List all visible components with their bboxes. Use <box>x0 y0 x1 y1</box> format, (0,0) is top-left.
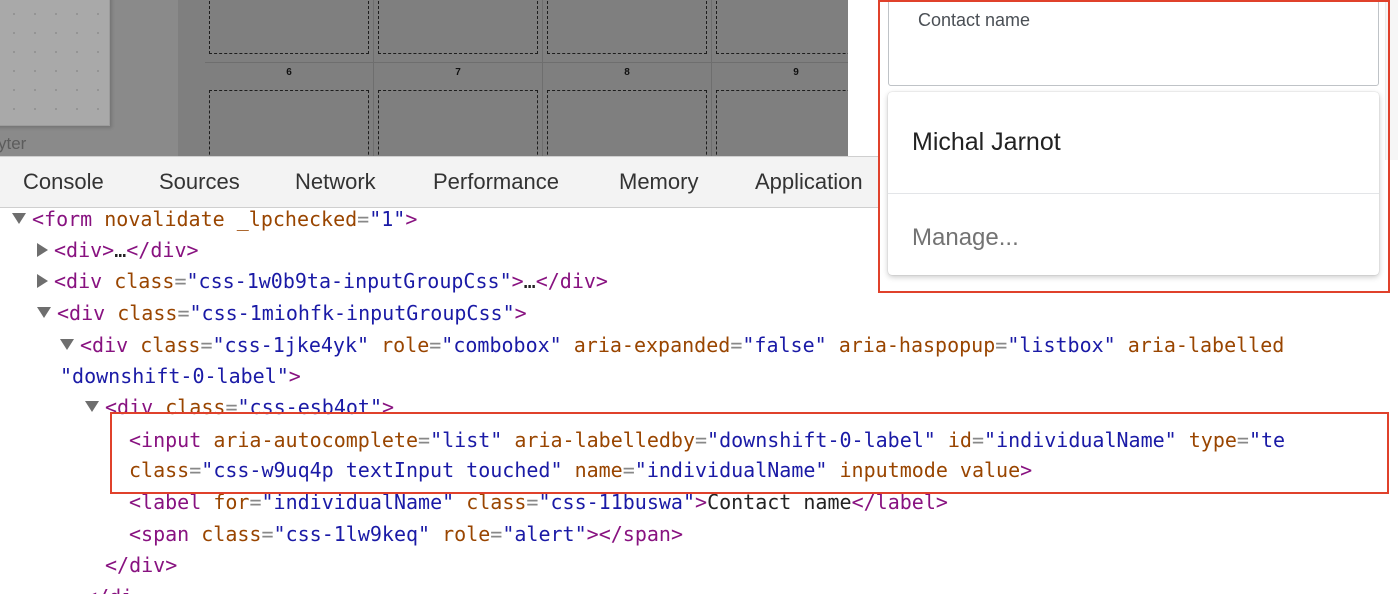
thumbnail-dot <box>76 70 78 72</box>
contact-name-input[interactable] <box>888 0 1379 86</box>
template-thumbnail[interactable] <box>0 0 110 126</box>
thumbnail-dot <box>76 13 78 15</box>
option-manage-label: Manage... <box>912 224 1019 251</box>
node-div-input-group-2[interactable]: <div class="css-1miohfk-inputGroupCss"> <box>37 298 527 329</box>
thumbnail-dot <box>13 89 15 91</box>
label-cell[interactable] <box>209 0 369 54</box>
node-input-cont[interactable]: class="css-w9uq4p textInput touched" nam… <box>129 458 1033 482</box>
thumbnail-dot <box>97 13 99 15</box>
expand-triangle-icon[interactable] <box>60 339 74 350</box>
widget-highlight <box>878 0 1390 293</box>
thumbnail-dot <box>97 89 99 91</box>
thumbnail-dot <box>76 51 78 53</box>
option-contact[interactable]: Michal Jarnot <box>888 92 1379 194</box>
elements-tree: <form novalidate _lpchecked="1"> <div>…<… <box>0 208 1398 594</box>
expand-triangle-icon[interactable] <box>37 307 51 318</box>
tab-performance[interactable]: Performance <box>433 169 559 194</box>
thumbnail-dot <box>34 32 36 34</box>
label-cell[interactable] <box>378 0 538 54</box>
node-div-combobox[interactable]: <div class="css-1jke4yk" role="combobox"… <box>60 330 1284 361</box>
label-number: 8 <box>624 67 630 78</box>
node-label[interactable]: <label for="individualName" class="css-1… <box>129 490 948 514</box>
thumbnail-dot <box>76 32 78 34</box>
thumbnail-dot <box>13 108 15 110</box>
thumbnail-dot <box>97 51 99 53</box>
label-cell[interactable] <box>547 90 707 156</box>
tab-console[interactable]: Console <box>23 169 104 194</box>
thumbnail-dot <box>97 108 99 110</box>
label-sheet <box>178 0 848 156</box>
node-div-collapsed[interactable]: <div>…</div> <box>37 235 199 266</box>
thumbnail-dot <box>13 13 15 15</box>
tab-application[interactable]: Application <box>755 169 863 194</box>
thumbnail-dot <box>55 51 57 53</box>
thumbnail-dot <box>76 89 78 91</box>
thumbnail-caption: yter <box>0 134 27 153</box>
thumbnail-dot <box>55 32 57 34</box>
thumbnail-dot <box>13 32 15 34</box>
thumbnail-dot <box>55 89 57 91</box>
label-cell[interactable] <box>547 0 707 54</box>
collapse-triangle-icon[interactable] <box>37 273 48 288</box>
thumbnail-dot <box>55 13 57 15</box>
label-cell[interactable] <box>378 90 538 156</box>
option-contact-label: Michal Jarnot <box>912 128 1061 156</box>
node-input[interactable]: <input aria-autocomplete="list" aria-lab… <box>129 428 1286 452</box>
thumbnail-dot <box>13 70 15 72</box>
thumbnail-dot <box>34 51 36 53</box>
thumbnail-dot <box>34 89 36 91</box>
tab-memory[interactable]: Memory <box>619 169 699 194</box>
label-grid: 6 7 8 9 <box>205 0 881 156</box>
thumbnail-dot <box>34 108 36 110</box>
combobox-listbox: Michal Jarnot Manage... <box>888 92 1379 275</box>
node-partial-close[interactable]: </di <box>85 582 133 594</box>
thumbnail-dot <box>55 108 57 110</box>
tab-network[interactable]: Network <box>295 169 376 194</box>
label-number: 9 <box>793 67 799 78</box>
thumbnail-dot <box>97 32 99 34</box>
expand-triangle-icon[interactable] <box>12 213 26 224</box>
thumbnail-dot <box>97 70 99 72</box>
thumbnail-dot <box>13 51 15 53</box>
input-node-highlight <box>110 412 1389 494</box>
tab-sources[interactable]: Sources <box>159 169 240 194</box>
thumbnail-dot <box>76 108 78 110</box>
thumbnail-dot <box>34 70 36 72</box>
option-manage[interactable]: Manage... <box>888 194 1379 275</box>
node-form[interactable]: <form novalidate _lpchecked="1"> <box>12 208 417 235</box>
thumbnail-dot <box>34 13 36 15</box>
node-div-close[interactable]: </div> <box>105 553 178 577</box>
thumbnail-dot <box>55 70 57 72</box>
node-span[interactable]: <span class="css-1lw9keq" role="alert"><… <box>129 522 683 546</box>
node-div-combobox-cont[interactable]: "downshift-0-label"> <box>60 364 301 388</box>
expand-triangle-icon[interactable] <box>85 401 99 412</box>
label-cell[interactable] <box>209 90 369 156</box>
label-number: 6 <box>286 67 292 78</box>
collapse-triangle-icon[interactable] <box>37 242 48 257</box>
node-div-input-group-1[interactable]: <div class="css-1w0b9ta-inputGroupCss">…… <box>37 266 608 297</box>
contact-name-label: Contact name <box>918 10 1031 30</box>
label-number: 7 <box>455 67 461 78</box>
